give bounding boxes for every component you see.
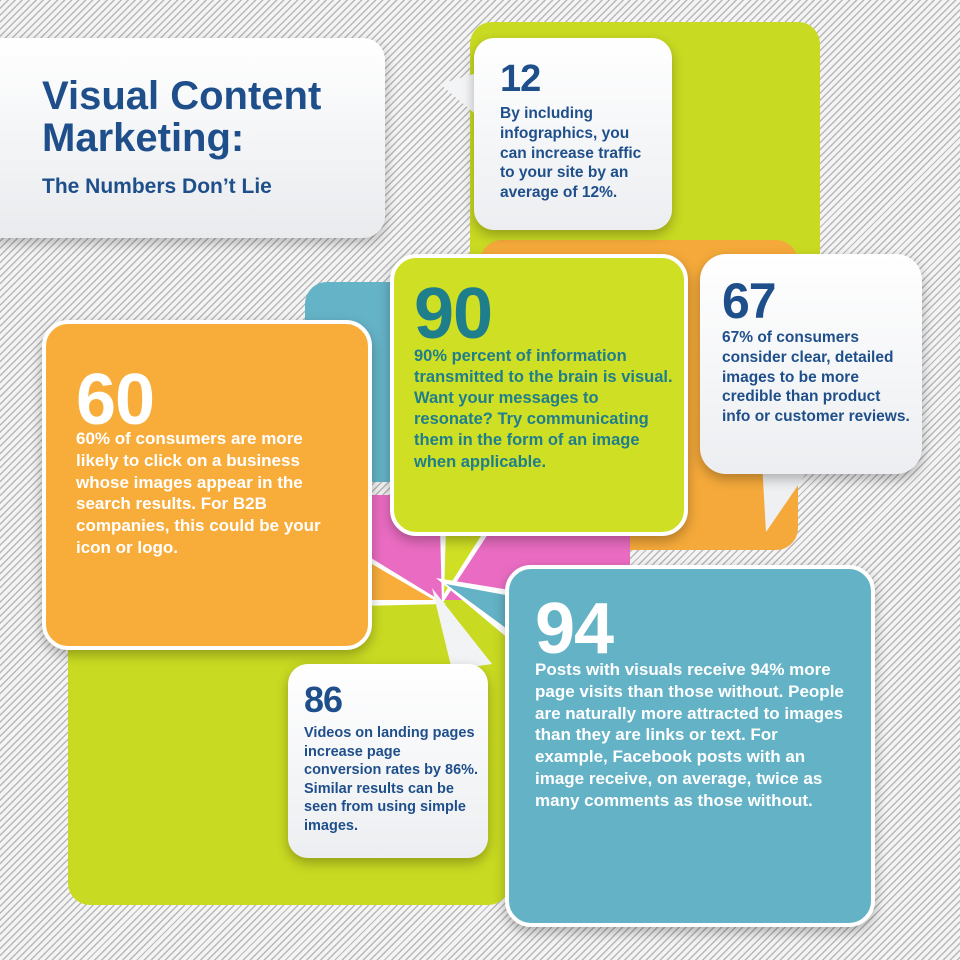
speech-tail-94	[436, 578, 522, 650]
stat-text-94: Posts with visuals receive 94% more page…	[535, 660, 844, 810]
stat-card-67: 67 67% of consumers consider clear, deta…	[700, 254, 922, 474]
page-subtitle: The Numbers Don’t Lie	[42, 175, 272, 198]
speech-tail-60	[358, 550, 446, 606]
stat-text-90: 90% percent of information transmitted t…	[414, 347, 673, 471]
stat-text-67: 67% of consumers consider clear, detaile…	[722, 329, 910, 426]
speech-tail-67	[762, 462, 814, 532]
stat-number-90: 90	[414, 274, 493, 354]
stat-card-60: 60 60% of consumers are more likely to c…	[42, 320, 372, 650]
stat-card-86: 86 Videos on landing pages increase page…	[288, 664, 488, 858]
stat-text-60: 60% of consumers are more likely to clic…	[76, 429, 321, 557]
stat-number-94: 94	[535, 589, 614, 669]
stat-text-86: Videos on landing pages increase page co…	[304, 725, 479, 834]
stat-text-12: By including infographics, you can incre…	[500, 105, 642, 202]
stat-card-90: 90 90% percent of information transmitte…	[390, 254, 688, 536]
stat-card-12: 12 By including infographics, you can in…	[474, 38, 672, 230]
page-title: Visual Content Marketing:	[42, 74, 322, 160]
stat-number-12: 12	[500, 58, 541, 100]
stat-number-67: 67	[722, 273, 777, 329]
speech-tail-86	[432, 588, 492, 670]
title-card: Visual Content Marketing: The Numbers Do…	[0, 38, 385, 238]
stat-number-86: 86	[304, 679, 343, 720]
stat-card-94: 94 Posts with visuals receive 94% more p…	[505, 565, 875, 927]
stat-number-60: 60	[76, 360, 155, 440]
speech-tail-12	[440, 72, 480, 118]
